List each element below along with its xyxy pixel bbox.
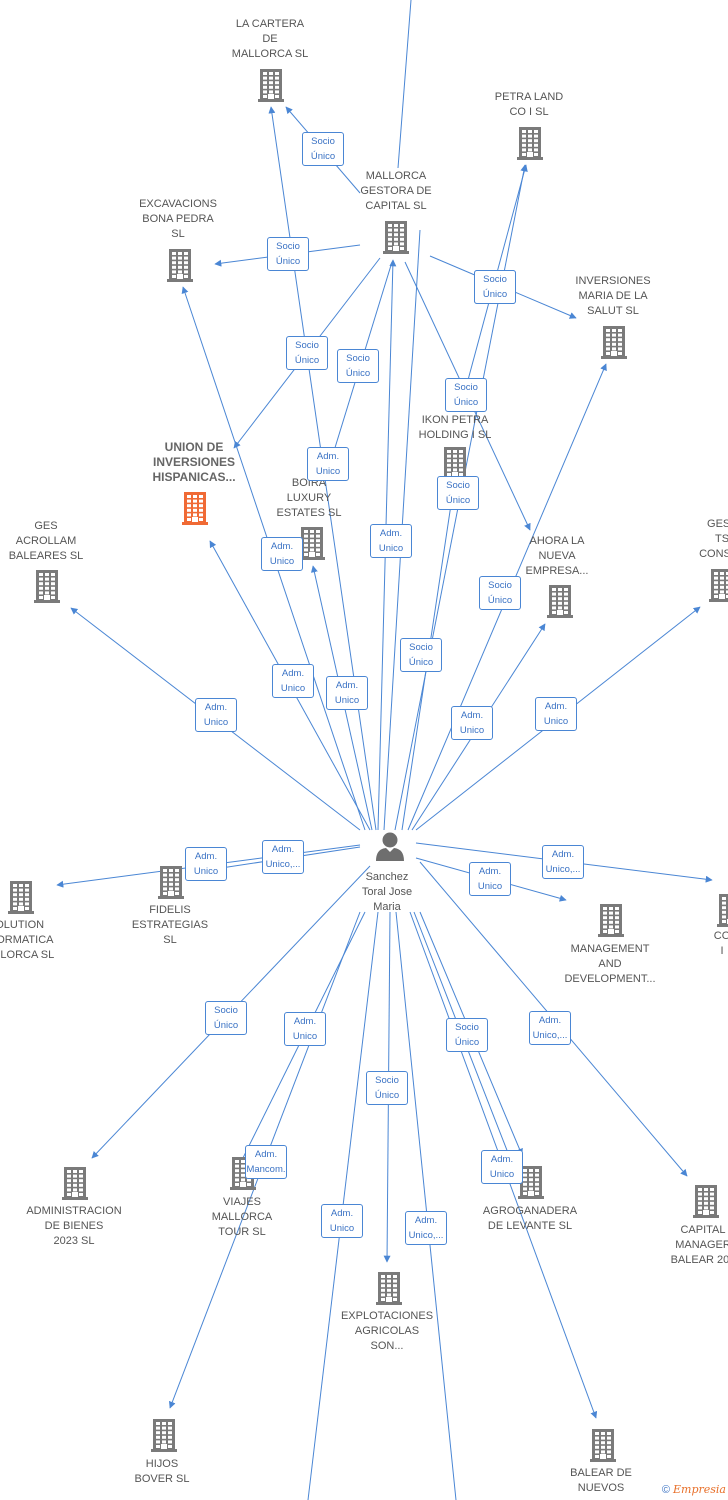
edge-label-adm-unico[interactable]: Adm.Unico bbox=[370, 524, 412, 558]
building-icon[interactable] bbox=[255, 68, 287, 102]
edge-label-adm-unico-trunc[interactable]: Adm.Unico,... bbox=[405, 1211, 447, 1245]
building-icon[interactable] bbox=[59, 1166, 91, 1200]
edge-label-adm-unico[interactable]: Adm.Unico bbox=[451, 706, 493, 740]
edge-offscreen-2 bbox=[395, 911, 457, 1500]
building-icon[interactable] bbox=[595, 903, 627, 937]
building-icon[interactable] bbox=[706, 568, 728, 602]
edge-label-adm-unico[interactable]: Adm.Unico bbox=[481, 1150, 523, 1184]
edge-label-adm-unico[interactable]: Adm.Unico bbox=[195, 698, 237, 732]
building-icon[interactable] bbox=[515, 1165, 547, 1199]
edge-label-adm-unico[interactable]: Adm.Unico bbox=[326, 676, 368, 710]
edge-label-adm-unico[interactable]: Adm.Unico bbox=[535, 697, 577, 731]
edge-label-adm-unico[interactable]: Adm.Unico bbox=[307, 447, 349, 481]
edge-label-adm-unico[interactable]: Adm.Unico bbox=[185, 847, 227, 881]
watermark: © Empresia bbox=[661, 1483, 726, 1496]
edge-label-adm-mancom[interactable]: Adm.Mancom. bbox=[245, 1145, 287, 1179]
building-icon[interactable] bbox=[31, 569, 63, 603]
edge-label-adm-unico[interactable]: Adm.Unico bbox=[261, 537, 303, 571]
company-label-gest-ts[interactable]: GESTTSCONSUL bbox=[699, 518, 728, 560]
building-icon[interactable] bbox=[514, 126, 546, 160]
edge-label-adm-unico[interactable]: Adm.Unico bbox=[469, 862, 511, 896]
edge-label-adm-unico[interactable]: Adm.Unico bbox=[272, 664, 314, 698]
building-icon[interactable] bbox=[373, 1271, 405, 1305]
company-label-solution[interactable]: SOLUTIONINFORMATICAMALLORCA SL bbox=[0, 919, 55, 961]
edge-label-adm-unico-trunc[interactable]: Adm.Unico,... bbox=[542, 845, 584, 879]
building-icon[interactable] bbox=[380, 220, 412, 254]
brand-logo: Empresia bbox=[673, 1483, 726, 1496]
building-icon[interactable] bbox=[179, 491, 211, 525]
edge-label-adm-unico[interactable]: Adm.Unico bbox=[284, 1012, 326, 1046]
building-icon[interactable] bbox=[439, 446, 471, 480]
edge-label-adm-unico[interactable]: Adm.Unico bbox=[321, 1204, 363, 1238]
building-icon[interactable] bbox=[690, 1184, 722, 1218]
building-icon[interactable] bbox=[164, 248, 196, 282]
building-icon[interactable] bbox=[544, 584, 576, 618]
person-icon[interactable] bbox=[374, 831, 406, 861]
edge-offscreen-0 bbox=[397, 0, 412, 169]
building-icon[interactable] bbox=[587, 1428, 619, 1462]
building-icon[interactable] bbox=[714, 893, 728, 927]
building-icon[interactable] bbox=[155, 865, 187, 899]
building-icon[interactable] bbox=[5, 880, 37, 914]
edge-label-adm-unico-trunc[interactable]: Adm.Unico,... bbox=[529, 1011, 571, 1045]
edge-label-adm-unico-trunc[interactable]: Adm.Unico,... bbox=[262, 840, 304, 874]
building-icon[interactable] bbox=[148, 1418, 180, 1452]
building-icon[interactable] bbox=[296, 526, 328, 560]
building-icon[interactable] bbox=[598, 325, 630, 359]
